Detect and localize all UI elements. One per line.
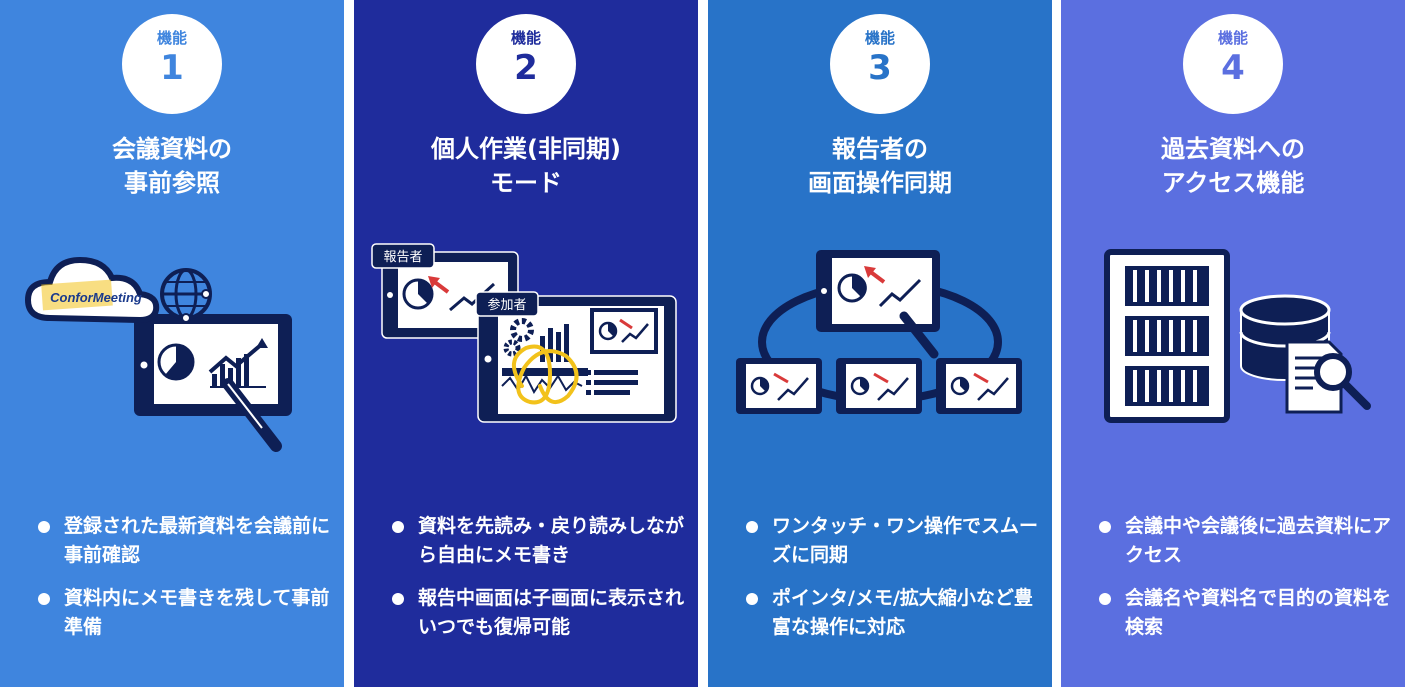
- tablet-icon: [736, 358, 822, 414]
- feature-card-1: 機能 1 会議資料の 事前参照: [0, 0, 344, 687]
- feature-badge-label: 機能: [156, 29, 187, 47]
- feature-bullets: 会議中や会議後に過去資料にアクセス 会議名や資料名で目的の資料を検索: [1097, 512, 1397, 656]
- bullet-item: ポインタ/メモ/拡大縮小など豊富な操作に対応: [744, 584, 1044, 642]
- feature-badge: 機能 2: [476, 14, 576, 114]
- feature-badge-number: 1: [160, 48, 184, 88]
- magnifier-icon: [1314, 353, 1371, 410]
- tablet-icon: [816, 250, 940, 359]
- feature-bullets: ワンタッチ・ワン操作でスムーズに同期 ポインタ/メモ/拡大縮小など豊富な操作に対…: [744, 512, 1044, 656]
- feature-card-4: 機能 4 過去資料への アクセス機能: [1061, 0, 1405, 687]
- server-rack-icon: [1104, 249, 1230, 423]
- bullet-item: 会議名や資料名で目的の資料を検索: [1097, 584, 1397, 642]
- text-lines: [586, 370, 638, 395]
- tablet-icon: [936, 358, 1022, 414]
- feature-title: 個人作業(非同期) モード: [354, 132, 698, 200]
- participant-tag-label: 参加者: [487, 297, 526, 313]
- pen-icon: [222, 378, 282, 452]
- feature-illustration: [736, 250, 1022, 414]
- conformeeting-logo: ConforMeeting: [50, 290, 142, 305]
- tablet-icon: [134, 314, 292, 416]
- feature-badge-number: 3: [868, 48, 892, 88]
- globe-icon: [160, 268, 212, 323]
- bullet-item: 資料を先読み・戻り読みしながら自由にメモ書き: [390, 512, 690, 570]
- feature-title-line-1: 個人作業(非同期): [431, 135, 621, 163]
- feature-bullets: 登録された最新資料を会議前に事前確認 資料内にメモ書きを残して事前準備: [36, 512, 336, 656]
- feature-title-line-1: 過去資料への: [1161, 135, 1305, 163]
- feature-illustration: [1104, 249, 1371, 423]
- feature-title-line-1: 報告者の: [832, 135, 928, 163]
- bullet-item: 会議中や会議後に過去資料にアクセス: [1097, 512, 1397, 570]
- cloud-icon: ConforMeeting: [24, 256, 160, 324]
- participant-tag: 参加者: [475, 291, 539, 317]
- bar-chart-icon: [208, 338, 268, 388]
- feature-card-3: 機能 3 報告者の 画面操作同期: [708, 0, 1052, 687]
- feature-bullets: 資料を先読み・戻り読みしながら自由にメモ書き 報告中画面は子画面に表示されいつで…: [390, 512, 690, 656]
- feature-badge: 機能 4: [1183, 14, 1283, 114]
- gear-icon: [503, 318, 534, 357]
- reporter-tag-label: 報告者: [383, 250, 422, 265]
- feature-badge: 機能 1: [122, 14, 222, 114]
- feature-badge-label: 機能: [510, 29, 541, 47]
- feature-title-line-1: 会議資料の: [112, 135, 232, 163]
- feature-title: 会議資料の 事前参照: [0, 132, 344, 200]
- tablet-icon: [836, 358, 922, 414]
- feature-title-line-2: アクセス機能: [1161, 169, 1305, 197]
- feature-badge: 機能 3: [830, 14, 930, 114]
- feature-badge-number: 4: [1221, 48, 1245, 88]
- feature-badge-number: 2: [514, 48, 538, 88]
- sub-screen: [590, 308, 658, 354]
- memo-scribble: [512, 344, 579, 405]
- feature-title-line-2: 事前参照: [124, 169, 220, 197]
- bullet-item: 資料内にメモ書きを残して事前準備: [36, 584, 336, 642]
- bullet-item: ワンタッチ・ワン操作でスムーズに同期: [744, 512, 1044, 570]
- feature-title-line-2: 画面操作同期: [808, 169, 952, 197]
- feature-title: 過去資料への アクセス機能: [1061, 132, 1405, 200]
- feature-title: 報告者の 画面操作同期: [708, 132, 1052, 200]
- bullet-item: 登録された最新資料を会議前に事前確認: [36, 512, 336, 570]
- reporter-tag: 報告者: [371, 243, 435, 269]
- feature-illustration: ConforMeeting: [24, 256, 292, 452]
- bullet-item: 報告中画面は子画面に表示されいつでも復帰可能: [390, 584, 690, 642]
- feature-badge-label: 機能: [864, 29, 895, 47]
- feature-illustration: 報告者: [371, 243, 677, 423]
- pen-icon: [899, 311, 939, 359]
- pie-chart-icon: [157, 343, 195, 381]
- feature-badge-label: 機能: [1217, 29, 1248, 47]
- feature-card-2: 機能 2 個人作業(非同期) モード 報告者: [354, 0, 698, 687]
- feature-title-line-2: モード: [490, 169, 562, 197]
